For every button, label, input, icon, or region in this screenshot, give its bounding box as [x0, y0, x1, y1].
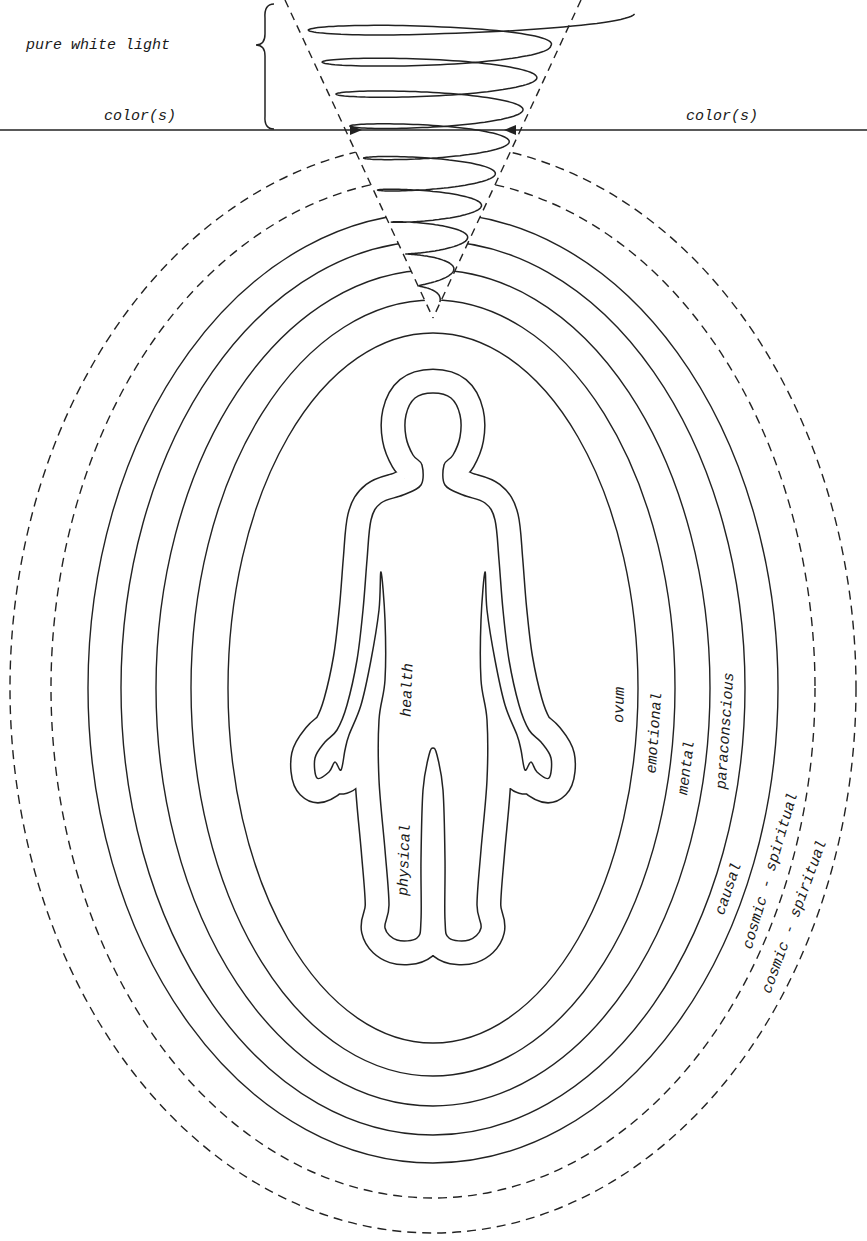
- ring-label: ovum: [611, 685, 629, 725]
- ring: [121, 241, 745, 1135]
- cone-edge: [285, 0, 433, 318]
- horizon-line: [0, 129, 867, 131]
- dashed-ring: [51, 178, 815, 1198]
- arrowhead: [504, 125, 516, 135]
- ring: [88, 213, 778, 1163]
- spiral-path: [308, 14, 634, 302]
- aura-ground: [314, 393, 551, 941]
- color-label: color(s): [102, 108, 178, 125]
- cone-edge: [433, 0, 581, 318]
- light-label: pure white light: [24, 37, 172, 54]
- light-spiral: [308, 14, 634, 302]
- human-figure: [314, 393, 551, 941]
- ring-label: causal: [711, 858, 746, 918]
- arrowhead: [350, 125, 362, 135]
- ring: [156, 270, 710, 1106]
- body-label: health: [398, 661, 417, 720]
- brace: [256, 4, 274, 129]
- health-aura: [314, 393, 551, 941]
- ring-label: mental: [675, 738, 699, 798]
- ring: [228, 333, 638, 1043]
- body-label: physical: [395, 822, 415, 899]
- body-outline: [314, 393, 551, 941]
- ring-label: paraconscious: [713, 670, 738, 792]
- ring: [191, 300, 675, 1076]
- ring-label: emotional: [643, 689, 666, 775]
- color-label: color(s): [684, 108, 760, 125]
